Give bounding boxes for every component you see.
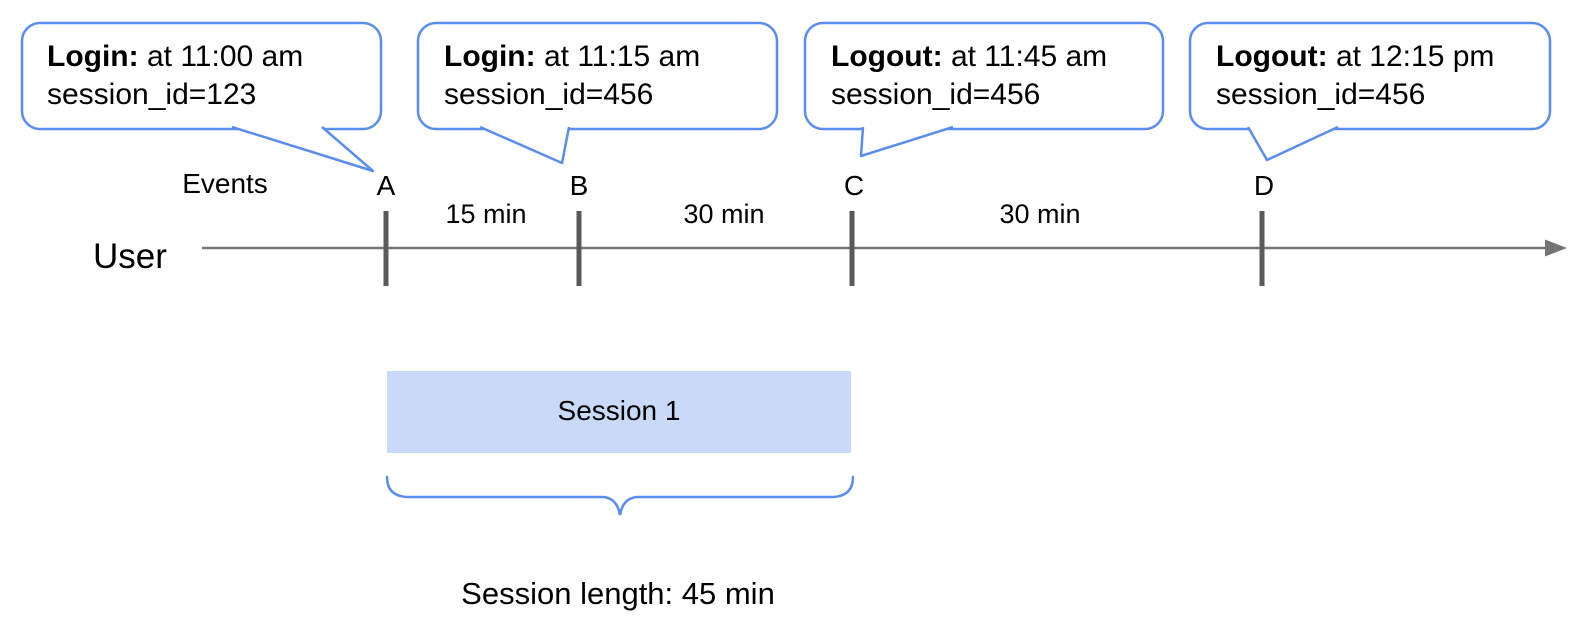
callout-text-logout-d: Logout: at 12:15 pm session_id=456 — [1216, 38, 1494, 114]
event-marker-c: C — [843, 170, 865, 201]
callout-text-login-a: Login: at 11:00 am session_id=123 — [47, 38, 303, 114]
callout-line-1: Login: at 11:00 am — [47, 40, 304, 73]
callout-tail-b — [479, 125, 571, 165]
session-box-label: Session 1 — [557, 395, 681, 426]
session-length-label: Session length: 45 min — [461, 576, 775, 611]
callout-text-login-b: Login: at 11:15 am session_id=456 — [444, 38, 700, 114]
callout-bubble-c — [803, 21, 1165, 131]
callout-tail-c — [859, 125, 954, 158]
interval-label-cd: 30 min — [999, 199, 1081, 229]
callout-tail-d — [1246, 125, 1339, 162]
callout-tail-a — [231, 125, 375, 173]
callout-line-2: session_id=123 — [47, 78, 257, 111]
callout-bubble-a — [20, 21, 383, 131]
callout-bubble-d — [1188, 21, 1552, 131]
timeline-arrowhead-icon — [1545, 239, 1567, 257]
callout-text-logout-c: Logout: at 11:45 am session_id=456 — [831, 38, 1107, 114]
callout-line-1: Logout: at 12:15 pm — [1216, 40, 1495, 73]
events-label: Events — [182, 168, 268, 199]
callout-line-2: session_id=456 — [444, 78, 654, 111]
callout-line-1: Logout: at 11:45 am — [831, 40, 1108, 73]
user-label: User — [93, 237, 167, 276]
event-marker-b: B — [569, 170, 589, 201]
callout-line-2: session_id=456 — [1216, 78, 1426, 111]
interval-label-bc: 30 min — [683, 199, 765, 229]
callout-bubble-b — [416, 21, 779, 131]
interval-label-ab: 15 min — [445, 199, 527, 229]
session-length-brace — [385, 475, 855, 516]
event-marker-d: D — [1253, 170, 1275, 201]
session-box — [387, 371, 851, 453]
callout-line-1: Login: at 11:15 am — [444, 40, 701, 73]
callout-line-2: session_id=456 — [831, 78, 1041, 111]
event-marker-a: A — [376, 170, 396, 201]
